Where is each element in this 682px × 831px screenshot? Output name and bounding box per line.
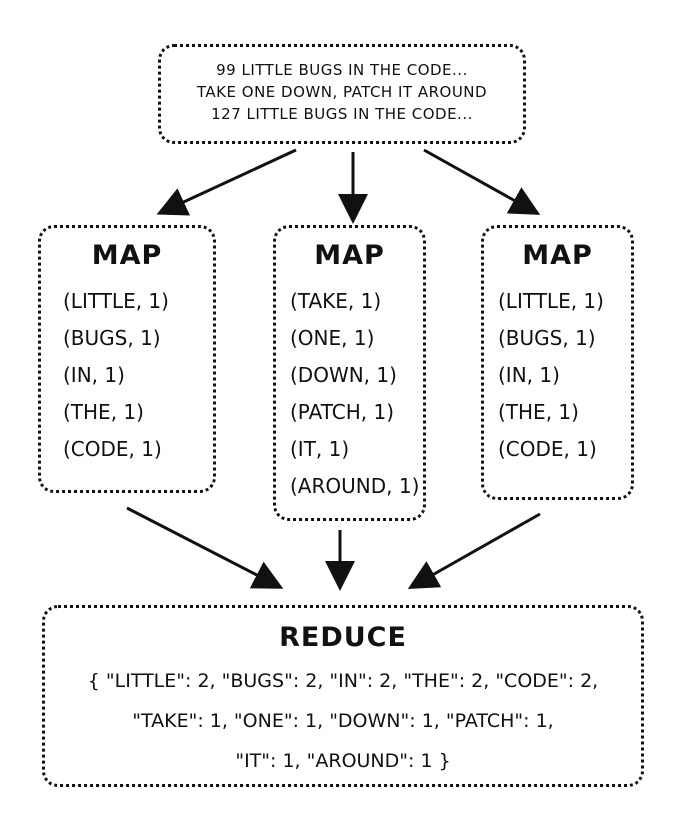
map-box-2: MAP (TAKE, 1) (ONE, 1) (DOWN, 1) (PATCH,… xyxy=(273,225,426,521)
map-title: MAP xyxy=(314,240,385,271)
map-pair-list: (LITTLE, 1) (BUGS, 1) (IN, 1) (THE, 1) (… xyxy=(484,283,631,468)
reduce-box: REDUCE { "LITTLE": 2, "BUGS": 2, "IN": 2… xyxy=(42,605,644,787)
arrow-input-to-map-3 xyxy=(423,148,541,215)
map-pair: (AROUND, 1) xyxy=(290,474,420,498)
map-pair: (BUGS, 1) xyxy=(498,326,596,350)
map-pair: (IN, 1) xyxy=(63,363,125,387)
map-pair: (DOWN, 1) xyxy=(290,363,397,387)
map-pair: (IT, 1) xyxy=(290,437,350,461)
map-pair: (THE, 1) xyxy=(63,400,144,424)
reduce-result-line: { "LITTLE": 2, "BUGS": 2, "IN": 2, "THE"… xyxy=(87,670,599,692)
map-pair: (THE, 1) xyxy=(498,400,579,424)
input-line: TAKE ONE DOWN, PATCH IT AROUND xyxy=(196,83,488,101)
map-box-3: MAP (LITTLE, 1) (BUGS, 1) (IN, 1) (THE, … xyxy=(481,225,634,500)
map-title: MAP xyxy=(522,240,593,271)
input-text-box: 99 LITTLE BUGS IN THE CODE... TAKE ONE D… xyxy=(158,44,526,144)
reduce-title: REDUCE xyxy=(279,622,407,653)
map-pair: (TAKE, 1) xyxy=(290,289,382,313)
input-line: 127 LITTLE BUGS IN THE CODE... xyxy=(211,105,473,123)
reduce-result-line: "IT": 1, "AROUND": 1 } xyxy=(235,750,451,772)
input-line: 99 LITTLE BUGS IN THE CODE... xyxy=(216,61,468,79)
map-pair-list: (TAKE, 1) (ONE, 1) (DOWN, 1) (PATCH, 1) … xyxy=(276,283,423,505)
map-pair: (LITTLE, 1) xyxy=(498,289,604,313)
map-pair: (PATCH, 1) xyxy=(290,400,395,424)
map-pair: (CODE, 1) xyxy=(498,437,597,461)
arrow-input-to-map-1 xyxy=(156,148,297,216)
arrow-map-3-to-reduce xyxy=(407,512,541,589)
map-title: MAP xyxy=(91,240,163,271)
arrow-map-1-to-reduce xyxy=(126,506,284,589)
map-pair: (LITTLE, 1) xyxy=(63,289,169,313)
map-pair: (ONE, 1) xyxy=(290,326,375,350)
map-pair: (CODE, 1) xyxy=(63,437,162,461)
map-pair: (IN, 1) xyxy=(498,363,560,387)
map-pair-list: (LITTLE, 1) (BUGS, 1) (IN, 1) (THE, 1) (… xyxy=(41,283,213,468)
map-pair: (BUGS, 1) xyxy=(63,326,161,350)
reduce-result-line: "TAKE": 1, "ONE": 1, "DOWN": 1, "PATCH":… xyxy=(132,710,554,732)
map-box-1: MAP (LITTLE, 1) (BUGS, 1) (IN, 1) (THE, … xyxy=(38,225,216,493)
